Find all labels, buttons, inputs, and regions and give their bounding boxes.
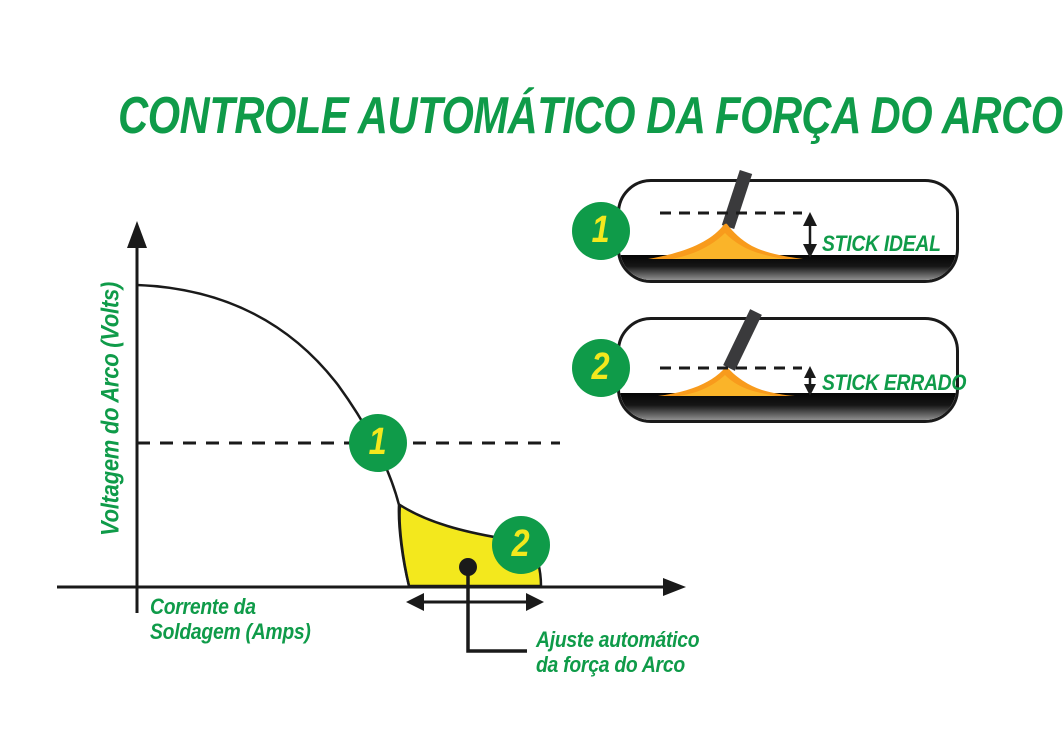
graph-point-1-badge: 1 (349, 414, 407, 472)
annotation-dot (459, 558, 477, 576)
title-bar: CONTROLE AUTOMÁTICO DA FORÇA DO ARCO (0, 86, 1063, 146)
y-axis-label: Voltagem do Arco (Volts) (96, 281, 125, 537)
panel-1-number: 1 (592, 208, 610, 251)
workpiece-bar (620, 393, 956, 420)
arc-force-annotation-line1: Ajuste automático (536, 627, 700, 652)
x-axis-label-line2: Soldagem (Amps) (150, 619, 311, 644)
x-axis-label-line1: Corrente da (150, 594, 256, 619)
stick-ideal-label: STICK IDEAL (822, 231, 941, 256)
panel-2-badge: 2 (572, 339, 630, 397)
x-axis-label: Corrente da Soldagem (Amps) (150, 594, 311, 644)
stick-errado-label: STICK ERRADO (822, 370, 967, 395)
arc-force-annotation: Ajuste automático da força do Arco (536, 627, 700, 677)
annotation-connector (466, 575, 527, 653)
workpiece-bar (620, 255, 956, 280)
panel-1-badge: 1 (572, 202, 630, 260)
panel-2-number: 2 (592, 345, 610, 388)
graph-point-1-number: 1 (369, 420, 387, 463)
adjust-range-arrow-left (406, 593, 424, 611)
adjust-range-arrow-right (526, 593, 544, 611)
page-title: CONTROLE AUTOMÁTICO DA FORÇA DO ARCO (118, 87, 1063, 145)
x-axis-arrowhead (663, 578, 686, 596)
graph-point-2-number: 2 (512, 522, 530, 565)
y-axis-arrowhead (127, 221, 147, 248)
graph-point-2-badge: 2 (492, 516, 550, 574)
arc-force-annotation-line2: da força do Arco (536, 652, 685, 677)
